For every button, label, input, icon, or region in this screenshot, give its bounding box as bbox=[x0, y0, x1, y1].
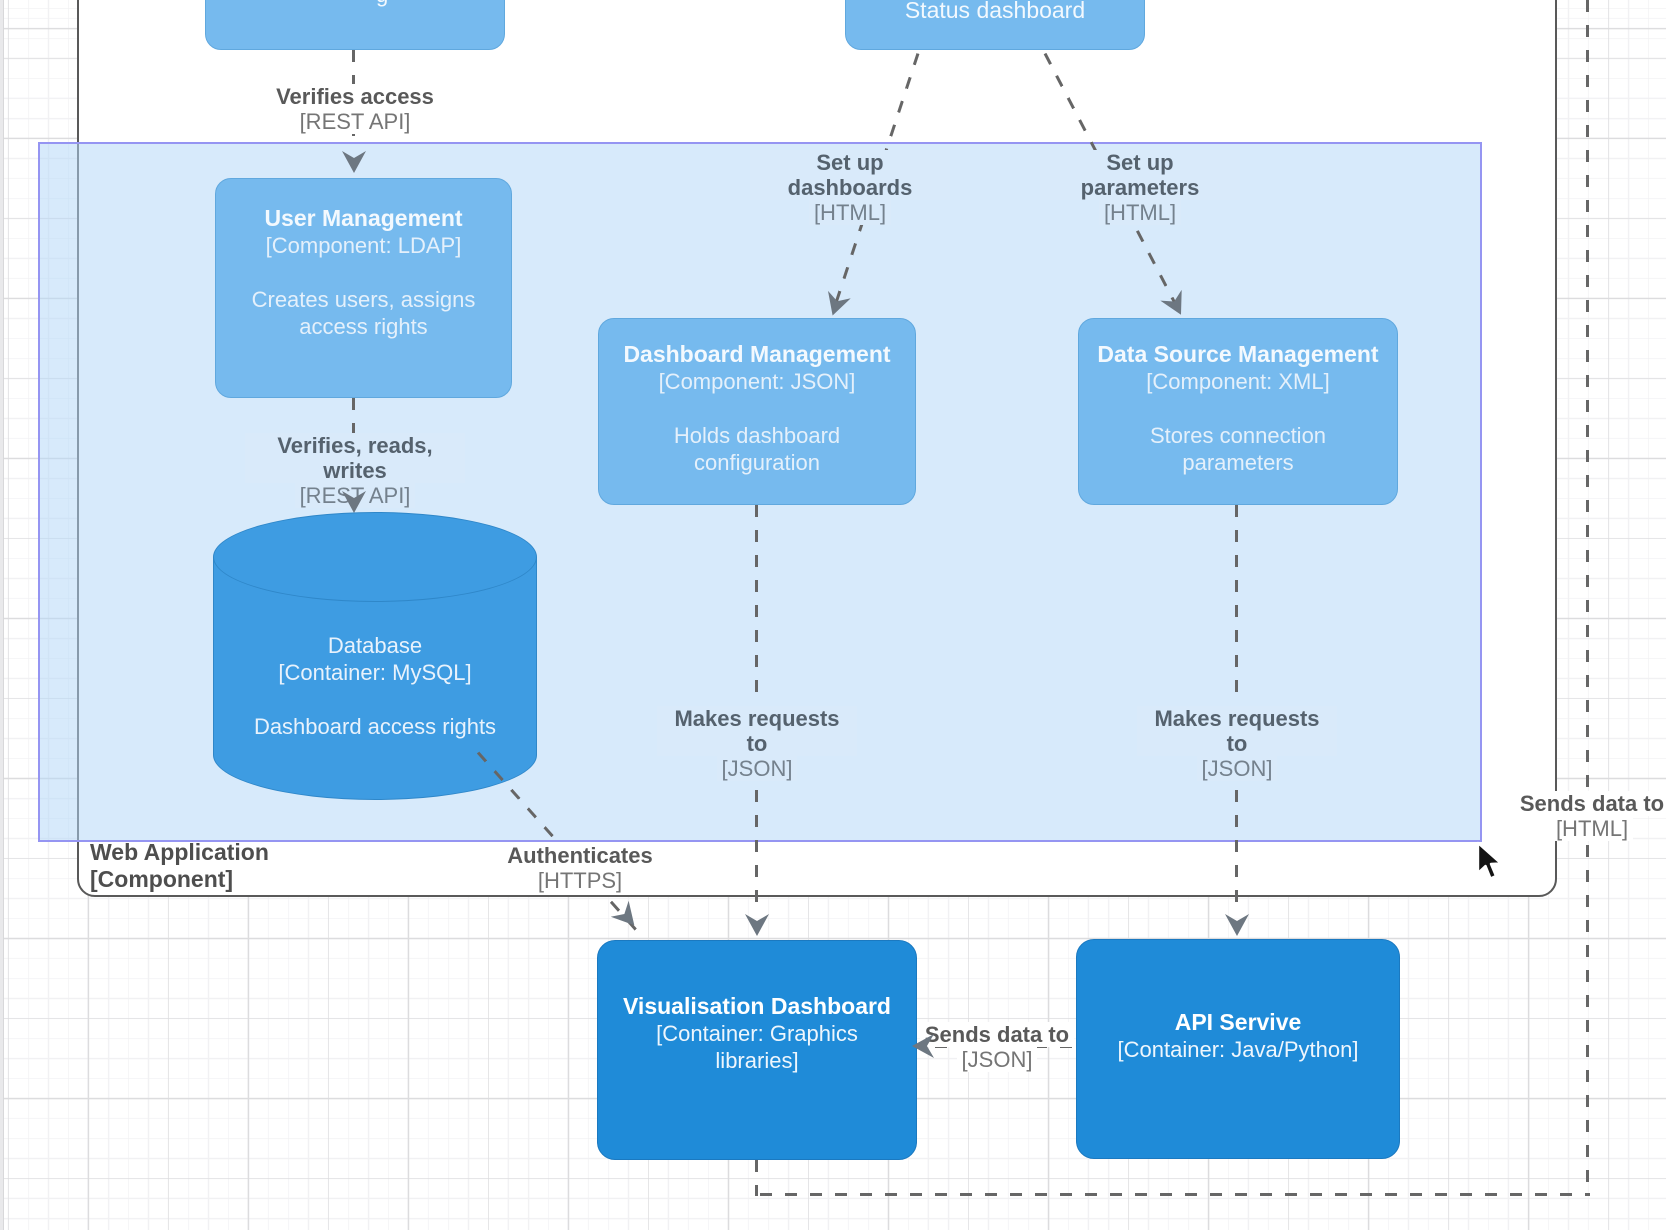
web-application-tech: [Component] bbox=[90, 866, 234, 892]
edge-sends-data-html-line-stub bbox=[755, 1160, 758, 1196]
dashboard-management-box[interactable]: Dashboard Management [Component: JSON] H… bbox=[598, 318, 916, 505]
edge-makes-requests-datasource-line-a bbox=[1235, 505, 1238, 705]
arrowhead-down-icon bbox=[745, 914, 769, 936]
arrowhead-down-icon bbox=[1225, 914, 1249, 936]
database-cylinder-top[interactable] bbox=[213, 512, 537, 602]
edge-sends-data-json-label[interactable]: Sends data to [JSON] bbox=[917, 1022, 1077, 1072]
edge-makes-requests-dashboard-label[interactable]: Makes requests to [JSON] bbox=[657, 706, 857, 781]
mouse-cursor-icon bbox=[1476, 841, 1506, 890]
edge-sends-data-html-label[interactable]: Sends data to [HTML] bbox=[1512, 791, 1666, 841]
status-dashboard-label: Status dashboard bbox=[904, 0, 1086, 23]
visualisation-dashboard-box[interactable]: Visualisation Dashboard [Container: Grap… bbox=[597, 940, 917, 1160]
web-application-label: Web Application [Component] bbox=[90, 839, 269, 893]
top-left-box-text-fragment: g bbox=[376, 0, 406, 7]
status-dashboard-box[interactable]: Status dashboard bbox=[845, 0, 1145, 50]
edge-makes-requests-dashboard-line-a bbox=[755, 505, 758, 705]
edge-makes-requests-datasource-line-b bbox=[1235, 765, 1238, 915]
edge-verifies-reads-writes-label[interactable]: Verifies, reads, writes [REST API] bbox=[245, 433, 465, 508]
canvas-left-edge bbox=[0, 0, 4, 1230]
edge-authenticates-label[interactable]: Authenticates [HTTPS] bbox=[480, 843, 680, 893]
edge-makes-requests-dashboard-line-b bbox=[755, 765, 758, 915]
edge-set-up-parameters-label[interactable]: Set up parameters [HTML] bbox=[1040, 150, 1240, 225]
web-application-name: Web Application bbox=[90, 839, 269, 865]
edge-verifies-access-label[interactable]: Verifies access [REST API] bbox=[255, 84, 455, 134]
api-service-box[interactable]: API Servive [Container: Java/Python] bbox=[1076, 939, 1400, 1159]
edge-makes-requests-datasource-label[interactable]: Makes requests to [JSON] bbox=[1137, 706, 1337, 781]
edge-sends-data-html-line-horizontal bbox=[760, 1193, 1590, 1196]
top-left-box[interactable] bbox=[205, 0, 505, 50]
edge-sends-data-html-line-bottom bbox=[1586, 845, 1589, 1187]
edge-sends-data-html-line-top bbox=[1586, 0, 1589, 791]
user-management-box[interactable]: User Management [Component: LDAP] Create… bbox=[215, 178, 512, 398]
edge-set-up-dashboards-label[interactable]: Set up dashboards [HTML] bbox=[750, 150, 950, 225]
database-text: Database [Container: MySQL] Dashboard ac… bbox=[253, 633, 497, 739]
data-source-management-box[interactable]: Data Source Management [Component: XML] … bbox=[1078, 318, 1398, 505]
